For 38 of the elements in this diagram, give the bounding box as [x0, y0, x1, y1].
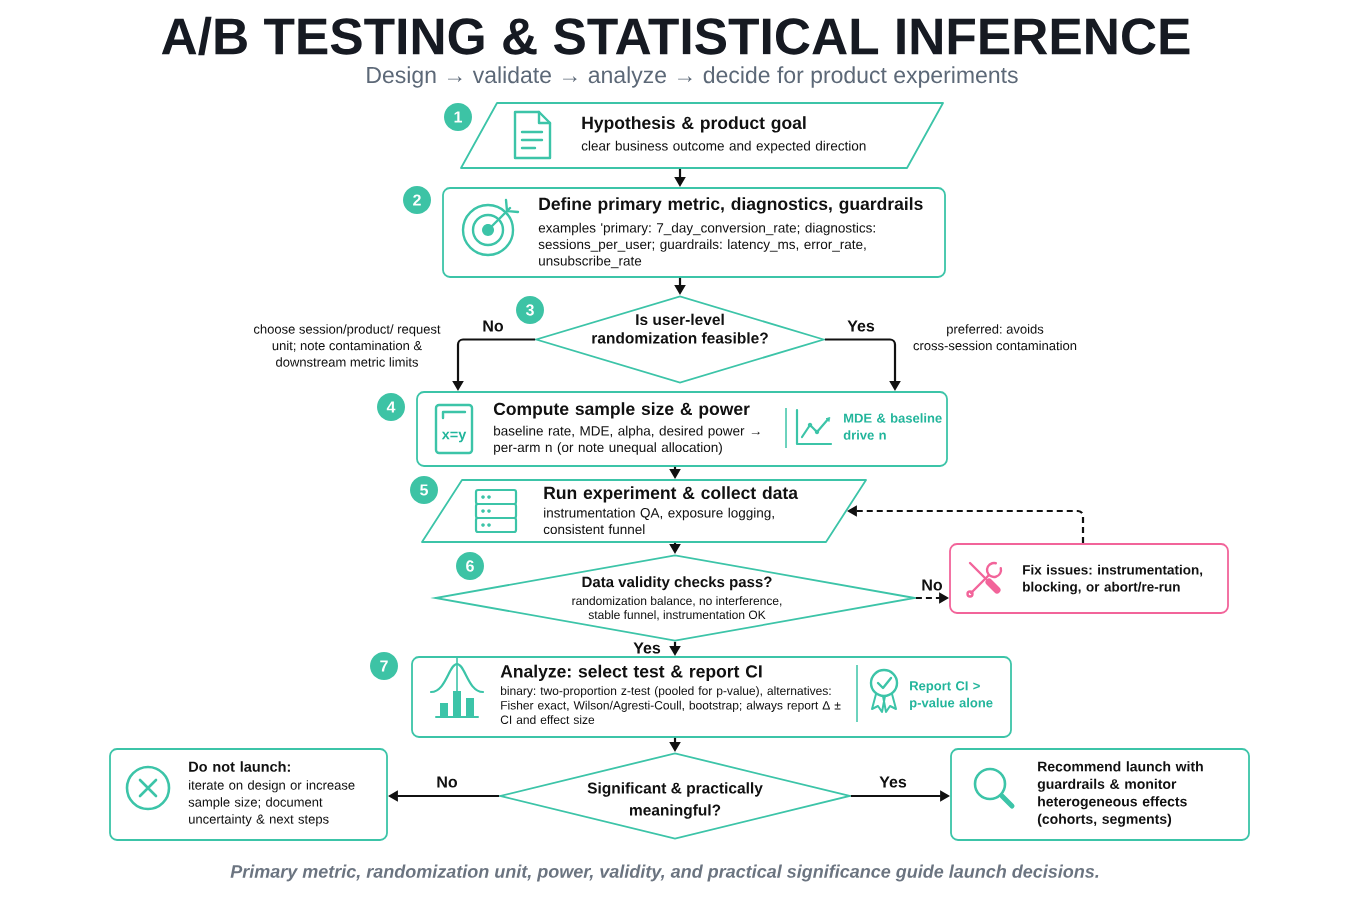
number-badge: 7 — [370, 652, 398, 680]
number-badge: 2 — [403, 186, 431, 214]
side-note: MDE & baseline drive n — [843, 413, 942, 440]
number-badge: 1 — [444, 103, 472, 131]
edge-label: Yes — [846, 319, 876, 333]
decision-note: randomization balance, no interference, stable funnel, instrumentation OK — [572, 596, 782, 621]
branch-note: preferred: avoids cross-session contamination — [913, 324, 1077, 351]
edge-label: Yes — [878, 775, 908, 789]
step-description: baseline rate, MDE, alpha, desired power → per-arm n (or note unequal allocation) — [494, 425, 760, 455]
branch-note: choose session/product/ request unit; note contamination & downstream metric limits — [253, 324, 441, 367]
step-title: Hypothesis & product goal — [582, 116, 806, 133]
caption: Primary metric, randomization unit, power, validity, and practical significance guide launch decisions. — [230, 864, 1099, 882]
edge-label: No — [435, 775, 459, 789]
step-description: examples 'primary: 7_day_conversion_rate; diagnostics: sessions_per_user; guardrails: latency_ms, error_rate, unsubscribe_rate — [538, 222, 875, 269]
edge-label: Yes — [632, 641, 662, 655]
step-title: Define primary metric, diagnostics, guardrails — [539, 197, 923, 214]
step-description: clear business outcome and expected direction — [581, 140, 866, 154]
step-description: iterate on design or increase sample size; document uncertainty & next steps — [188, 780, 355, 827]
number-badge: 5 — [410, 476, 438, 504]
step-description: instrumentation QA, exposure logging, consistent funnel — [543, 507, 774, 535]
edge-label: No — [920, 578, 944, 592]
box-text: Fix issues: instrumentation, blocking, or abort/re-run — [1023, 564, 1203, 595]
step-description: binary: two-proportion z-test (pooled for p-value), alternatives: Fisher exact, Wilson/Agresti-Coull, bootstrap; always report Δ ± CI and effect size — [500, 686, 841, 724]
formula-text: x=y — [441, 431, 467, 443]
step-title: Run experiment & collect data — [544, 486, 799, 503]
number-badge: 3 — [516, 296, 544, 324]
number-badge: 4 — [377, 393, 405, 421]
number-badge: 6 — [456, 552, 484, 580]
decision-question: Significant & practically meaningful? — [587, 782, 763, 819]
edge-label: No — [481, 319, 505, 333]
title: A/B TESTING & STATISTICAL INFERENCE — [161, 16, 1190, 56]
step-title: Analyze: select test & report CI — [500, 664, 762, 681]
step-title: Compute sample size & power — [493, 402, 750, 419]
decision-question: Is user-level randomization feasible? — [592, 313, 768, 344]
decision-question: Data validity checks pass? — [582, 576, 772, 591]
step-title: Do not launch: — [189, 761, 290, 772]
box-text: Recommend launch with guardrails & monitor heterogeneous effects (cohorts, segments) — [1037, 761, 1203, 827]
side-note: Report CI > p-value alone — [910, 681, 993, 710]
